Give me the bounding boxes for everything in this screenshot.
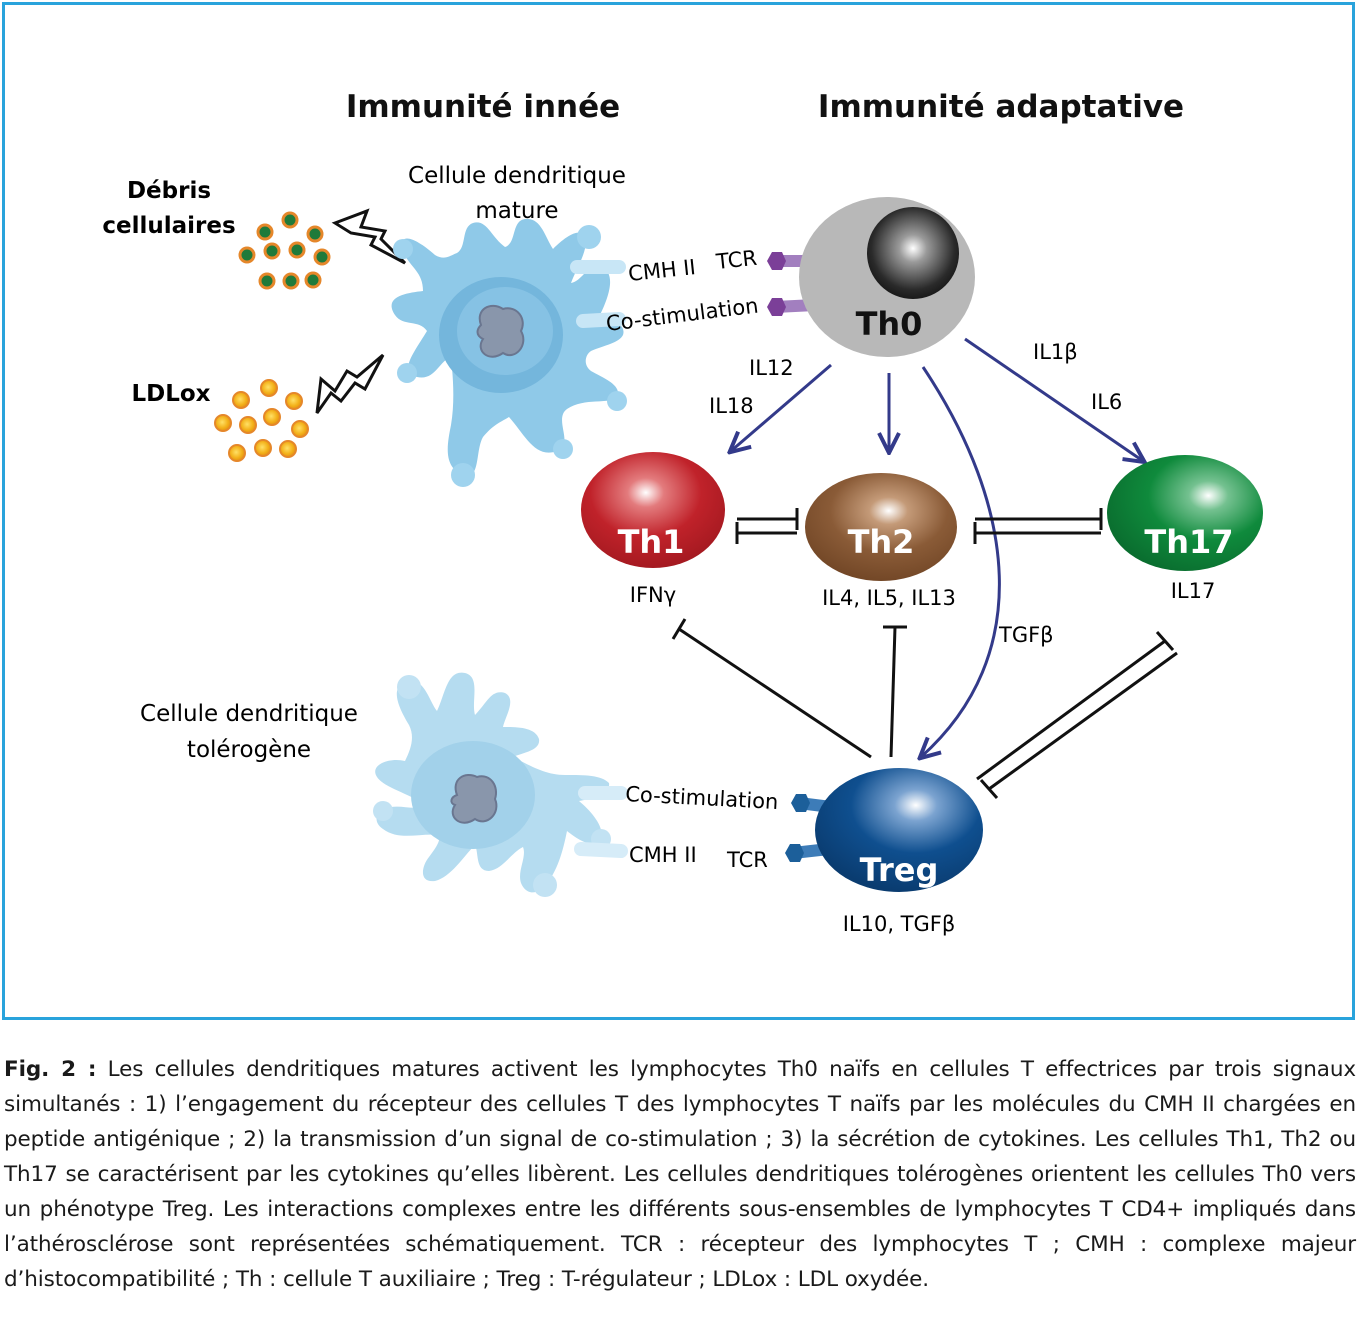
ldlox-label: LDLox	[131, 381, 210, 407]
treg-inhibitions	[671, 618, 1178, 799]
th1-cell: Th1	[581, 452, 725, 568]
costim-label-bottom: Co-stimulation	[625, 782, 779, 814]
lightning-icon-bottom	[315, 353, 385, 414]
heading-adaptive: Immunité adaptative	[818, 89, 1184, 125]
costim-label-top: Co-stimulation	[605, 293, 760, 335]
th0-cell: Th0	[799, 197, 975, 357]
mature-dc-label-2: mature	[475, 198, 558, 224]
th1-label: Th1	[618, 523, 685, 561]
treg-label: Treg	[860, 851, 939, 889]
il1b-label: IL1β	[1033, 340, 1078, 364]
th17-label: Th17	[1144, 523, 1233, 561]
il18-label: IL18	[709, 394, 754, 418]
caption-label: Fig. 2 :	[4, 1057, 97, 1082]
tcr-label-top: TCR	[714, 246, 758, 274]
tcr-label-bottom: TCR	[726, 848, 768, 872]
cmh-label-top: CMH II	[627, 255, 697, 286]
debris-label-2: cellulaires	[102, 213, 235, 239]
th0-arrows	[731, 337, 1143, 757]
heading-innate: Immunité innée	[346, 89, 620, 125]
il12-label: IL12	[749, 356, 794, 380]
inhibition-th1-th2	[735, 508, 799, 544]
figure-caption: Fig. 2 : Les cellules dendritiques matur…	[4, 1052, 1356, 1297]
th1-cytokines: IFNγ	[630, 583, 676, 607]
ldlox-particles	[214, 379, 309, 462]
inhibition-th2-th17	[973, 508, 1103, 544]
mature-dc-label-1: Cellule dendritique	[408, 163, 626, 189]
cmh-label-bottom: CMH II	[629, 843, 697, 867]
il6-label: IL6	[1091, 390, 1122, 414]
debris-label-1: Débris	[127, 178, 211, 204]
treg-cell: Treg	[815, 768, 983, 892]
tolerogenic-dc-label-2: tolérogène	[187, 737, 311, 763]
th2-cell: Th2	[805, 473, 957, 581]
tolerogenic-dendritic-cell	[373, 672, 628, 897]
caption-text: Les cellules dendritiques matures active…	[4, 1057, 1356, 1292]
th17-cell: Th17	[1107, 455, 1263, 571]
diagram: Immunité innée Immunité adaptative Débri…	[102, 89, 1263, 936]
debris-particles	[238, 211, 331, 290]
th2-cytokines: IL4, IL5, IL13	[822, 586, 956, 610]
lightning-icon-top	[331, 208, 407, 265]
treg-cytokines: IL10, TGFβ	[843, 912, 956, 936]
figure-frame: Immunité innée Immunité adaptative Débri…	[2, 2, 1355, 1020]
tgfb-label: TGFβ	[998, 623, 1054, 647]
tolerogenic-dc-label-1: Cellule dendritique	[140, 701, 358, 727]
th0-label: Th0	[856, 305, 923, 343]
th2-label: Th2	[848, 523, 915, 561]
mature-dendritic-cell	[391, 218, 627, 487]
th17-cytokines: IL17	[1171, 579, 1216, 603]
